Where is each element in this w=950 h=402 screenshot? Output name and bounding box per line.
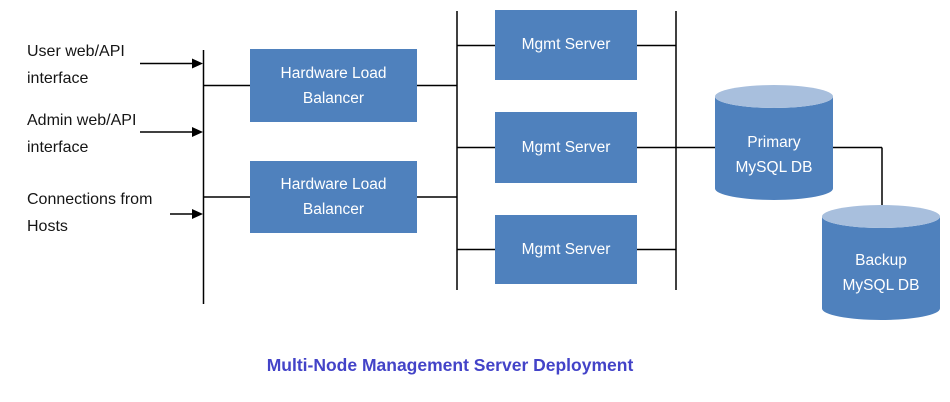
load-balancer-node-2: Hardware Load Balancer	[250, 161, 417, 233]
backup-db-cylinder	[822, 205, 940, 320]
backup-db-label: Backup MySQL DB	[822, 248, 940, 298]
db-label-line: MySQL DB	[735, 159, 813, 176]
input-label-line: interface	[27, 70, 89, 87]
mgmt-server-node-2: Mgmt Server	[495, 112, 637, 183]
node-label: Mgmt Server	[521, 36, 611, 53]
primary-db-label: Primary MySQL DB	[715, 130, 833, 180]
arrow-admin-interface	[140, 127, 203, 137]
input-label-line: Connections from	[27, 191, 153, 208]
input-label-line: Hosts	[27, 218, 68, 235]
diagram-title: Multi-Node Management Server Deployment	[266, 355, 634, 375]
db-label-line: Primary	[747, 134, 801, 151]
db-label-line: MySQL DB	[842, 277, 920, 294]
mgmt-server-node-1: Mgmt Server	[495, 10, 637, 80]
node-label: Mgmt Server	[521, 138, 611, 156]
input-label-user-web-api: User web/API interface	[27, 38, 167, 92]
load-balancer-node-1: Hardware Load Balancer	[250, 49, 417, 122]
node-label-line: Balancer	[302, 89, 365, 107]
input-label-line: Admin web/API	[27, 112, 137, 129]
node-label-line: Balancer	[302, 201, 365, 218]
node-label: Mgmt Server	[521, 240, 611, 258]
db-label-line: Backup	[855, 252, 907, 269]
node-label-line: Hardware Load	[280, 64, 387, 82]
node-label-line: Hardware Load	[280, 176, 387, 193]
arrow-host-connections	[170, 209, 203, 219]
input-label-line: interface	[27, 139, 89, 156]
input-label-admin-web-api: Admin web/API interface	[27, 107, 177, 161]
arrow-user-interface	[140, 58, 203, 69]
input-label-host-connections: Connections from Hosts	[27, 186, 187, 240]
input-label-line: User web/API	[27, 43, 125, 60]
connector-segments	[203, 44, 883, 251]
mgmt-server-node-3: Mgmt Server	[495, 215, 637, 284]
primary-db-cylinder	[715, 85, 833, 200]
